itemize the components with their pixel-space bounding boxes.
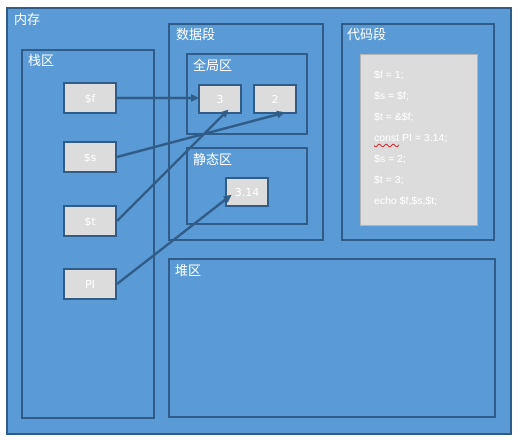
arrow-s-to-2 xyxy=(116,110,285,159)
stack-var-s: $s xyxy=(63,141,117,173)
code-line: $t = &$f; xyxy=(374,111,414,123)
code-line: $s = 2; xyxy=(374,153,406,165)
stack-var-t: $t xyxy=(63,205,117,237)
stack-label: 栈区 xyxy=(28,54,55,69)
global-label: 全局区 xyxy=(193,59,233,74)
arrow-t-to-3 xyxy=(116,109,229,222)
static-label: 静态区 xyxy=(193,153,233,168)
heap-region xyxy=(168,258,496,418)
memory-label: 内存 xyxy=(14,13,41,28)
code-line: echo $f,$s,$t; xyxy=(374,195,438,207)
const-keyword: const xyxy=(374,132,400,144)
code-line: $s = $f; xyxy=(374,90,409,102)
code-box: $f = 1; $s = $f; $t = &$f; const PI = 3.… xyxy=(360,54,478,226)
const-rest: PI = 3.14; xyxy=(399,132,448,144)
arrow-pi-to-314 xyxy=(116,194,232,285)
stack-var-pi: PI xyxy=(63,268,117,300)
data-segment-label: 数据段 xyxy=(176,28,216,43)
static-value-pi: 3.14 xyxy=(225,177,269,207)
code-segment-label: 代码段 xyxy=(347,28,387,43)
code-line-const: const PI = 3.14; xyxy=(374,132,447,144)
global-value-2: 2 xyxy=(253,84,297,114)
stack-var-f: $f xyxy=(63,82,117,114)
code-line: $t = 3; xyxy=(374,174,404,186)
heap-label: 堆区 xyxy=(175,264,202,279)
code-line: $f = 1; xyxy=(374,69,404,81)
